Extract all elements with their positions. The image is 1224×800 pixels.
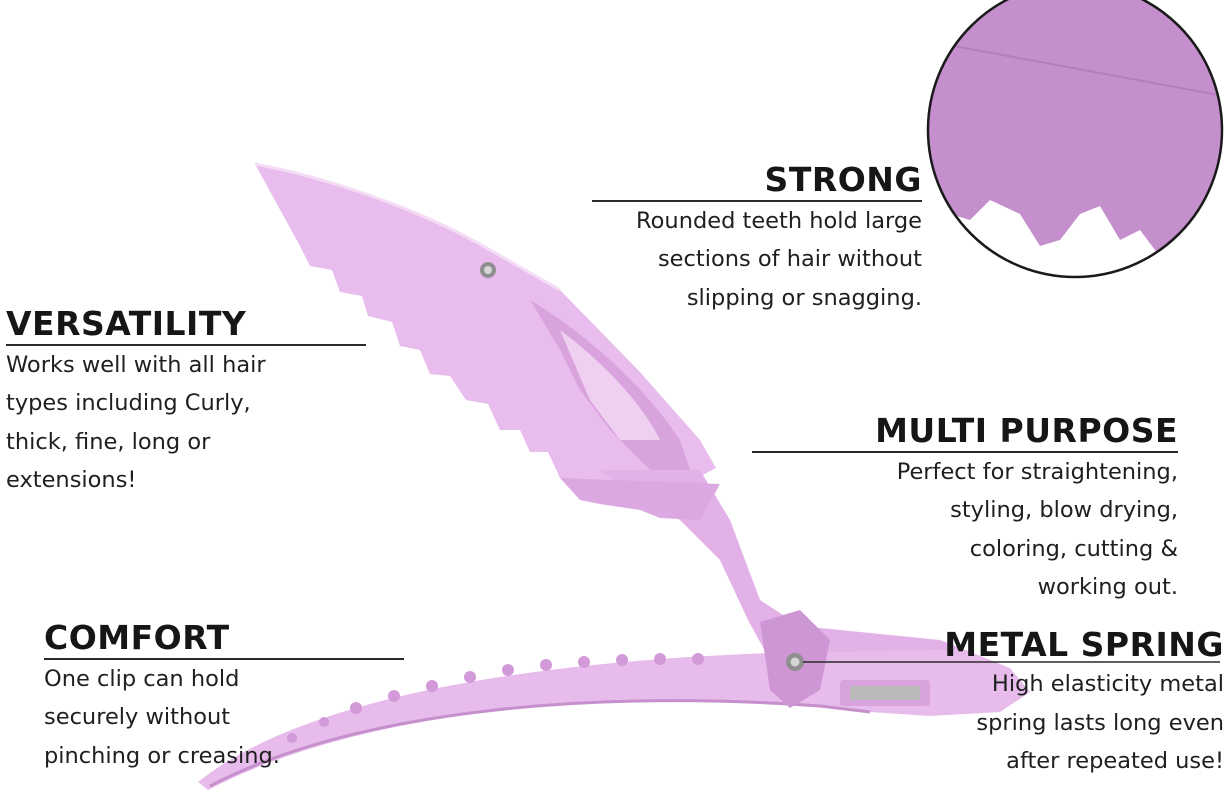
teeth-zoom-circle xyxy=(926,0,1224,279)
feature-metal-spring-line-3: after repeated use! xyxy=(1006,748,1224,774)
feature-strong: STRONG Rounded teeth hold large sections… xyxy=(592,160,922,317)
feature-metal-spring-line-2: spring lasts long even xyxy=(976,709,1224,736)
feature-strong-line-3: slipping or snagging. xyxy=(686,284,922,311)
feature-versatility-title: VERSATILITY xyxy=(6,304,247,343)
feature-strong-title: STRONG xyxy=(764,160,922,199)
feature-versatility-line-3: thick, fine, long or xyxy=(6,428,211,455)
feature-multi-purpose: MULTI PURPOSE Perfect for straightening,… xyxy=(752,411,1178,607)
feature-multi-purpose-line-3: coloring, cutting & xyxy=(969,535,1178,562)
feature-strong-line-1: Rounded teeth hold large xyxy=(636,207,922,234)
feature-versatility-line-1: Works well with all hair xyxy=(6,351,266,378)
feature-versatility-line-2: types including Curly, xyxy=(6,390,251,416)
feature-multi-purpose-line-1: Perfect for straightening, xyxy=(896,458,1178,485)
feature-strong-rule xyxy=(592,200,922,202)
feature-comfort-line-1: One clip can hold xyxy=(44,665,240,692)
feature-comfort-line-3: pinching or creasing. xyxy=(44,742,280,769)
feature-comfort-title: COMFORT xyxy=(44,618,230,657)
feature-comfort: COMFORT One clip can hold securely witho… xyxy=(44,618,404,775)
feature-multi-purpose-title: MULTI PURPOSE xyxy=(875,411,1178,450)
feature-versatility: VERSATILITY Works well with all hair typ… xyxy=(6,304,366,500)
feature-metal-spring-line-1: High elasticity metal xyxy=(991,671,1224,697)
clip-spring xyxy=(840,680,930,706)
feature-multi-purpose-line-2: styling, blow drying, xyxy=(950,497,1178,523)
feature-multi-purpose-rule xyxy=(752,451,1178,453)
clip-rivets xyxy=(480,262,804,671)
feature-metal-spring-title: METAL SPRING xyxy=(944,625,1224,664)
clip-upper-jaw xyxy=(254,162,716,488)
clip-lower-arm-bumps xyxy=(287,653,704,743)
feature-versatility-rule xyxy=(6,344,366,346)
feature-comfort-rule xyxy=(44,658,404,660)
feature-strong-line-2: sections of hair without xyxy=(657,246,922,272)
feature-multi-purpose-line-4: working out. xyxy=(1037,574,1178,600)
feature-metal-spring: METAL SPRING High elasticity metal sprin… xyxy=(840,625,1224,781)
feature-versatility-line-4: extensions! xyxy=(6,467,137,493)
clip-lower-arm xyxy=(198,650,1030,790)
feature-comfort-line-2: securely without xyxy=(44,704,231,730)
